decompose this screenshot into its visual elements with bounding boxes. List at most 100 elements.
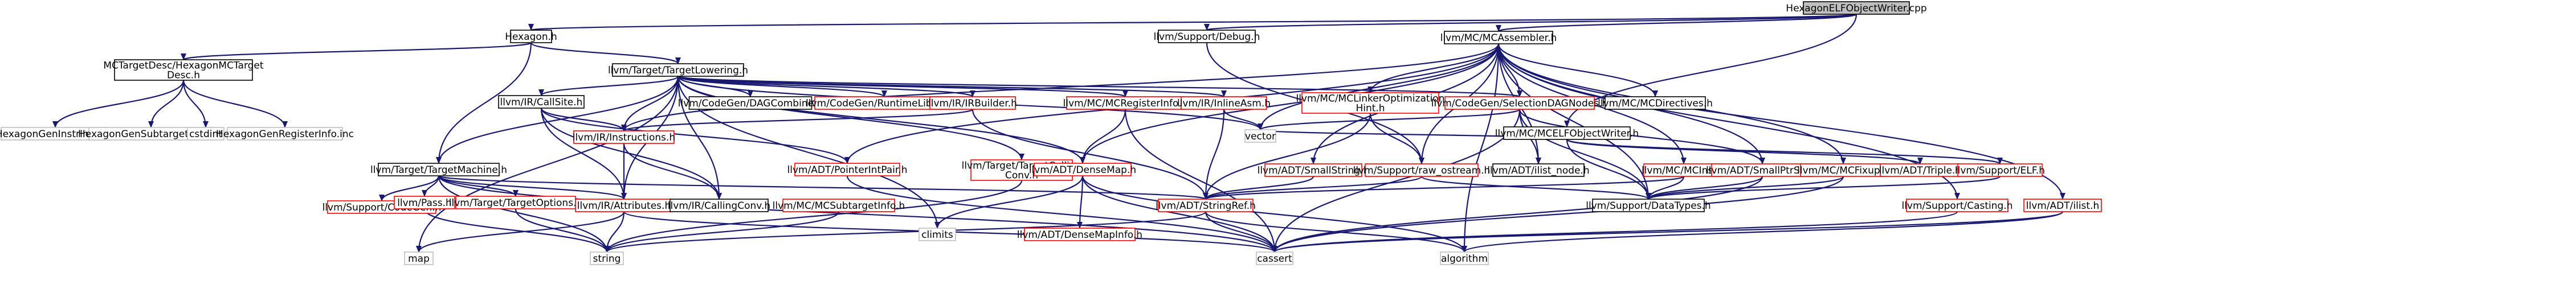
node-label: Desc.h <box>167 70 200 81</box>
edge-codegen_seldagnodes-to-support_datatypes <box>1518 109 1651 200</box>
node-box <box>378 163 500 176</box>
edge-mctargetdesc-to-hexagon_instrinfo_inc <box>52 80 185 128</box>
edge-mc_elfobjwriter-to-support_elf <box>1566 138 2003 165</box>
node-adt-smallstring[interactable]: llvm/ADT/SmallString.h <box>1258 163 1370 177</box>
node-climits[interactable]: climits <box>918 228 956 241</box>
node-label: llvm/ADT/SmallPtrSet.h <box>1706 165 1819 176</box>
node-label: llvm/ADT/StringRef.h <box>1156 200 1256 212</box>
node-ir-callingconv[interactable]: llvm/IR/CallingConv.h <box>668 199 770 212</box>
node-label: map <box>408 253 430 265</box>
edge-mc_linkeropt-to-adt_stringref <box>1203 113 1371 200</box>
edge-adt_densemap-to-cassert <box>1081 175 1277 253</box>
node-ir-callsite[interactable]: llvm/IR/CallSite.h <box>498 95 585 109</box>
node-label: Hexagon.h <box>505 31 557 43</box>
node-codegen-dagcombine[interactable]: llvm/CodeGen/DAGCombine.h <box>678 96 823 110</box>
node-label: cstdint <box>189 129 222 140</box>
node-string[interactable]: string <box>590 251 624 265</box>
edge-ir_attributes-to-map <box>416 211 625 253</box>
node-label: llvm/IR/CallingConv.h <box>668 200 770 212</box>
node-box <box>1906 199 2008 212</box>
node-adt-densemap[interactable]: llvm/ADT/DenseMap.h <box>1029 163 1136 176</box>
node-algorithm[interactable]: algorithm <box>1440 251 1489 265</box>
edge-mc_assembler-to-vector <box>1258 43 1500 130</box>
node-support-casting[interactable]: llvm/Support/Casting.h <box>1901 199 2013 212</box>
node-support-datatypes[interactable]: llvm/Support/DataTypes.h <box>1586 199 1711 212</box>
node-box <box>498 95 585 109</box>
edge-target_lowering-to-ir_instructions <box>621 76 679 131</box>
edge-mctargetdesc-to-hexagon_subtarget_inc <box>148 80 185 128</box>
node-box <box>573 130 675 144</box>
node-target-lowering[interactable]: llvm/Target/TargetLowering.h <box>608 63 748 77</box>
edge-target_lowering-to-ir_inlineasm <box>677 75 1227 98</box>
edge-ir_callsite-to-ir_attributes <box>540 108 627 200</box>
node-mc-assembler[interactable]: llvm/MC/MCAssembler.h <box>1440 31 1557 44</box>
node-ir-irbuilder[interactable]: llvm/IR/IRBuilder.h <box>928 96 1017 110</box>
node-box <box>1024 228 1136 241</box>
node-ir-pass[interactable]: llvm/Pass.h <box>394 196 455 209</box>
node-mc-subtargetinfo[interactable]: llvm/MC/MCSubtargetInfo.h <box>773 199 905 212</box>
node-hexagon-register-inc[interactable]: HexagonGenRegisterInfo.inc <box>216 127 354 141</box>
node-cassert[interactable]: cassert <box>1256 251 1293 265</box>
node-label: llvm/ADT/ilist_node.h <box>1487 165 1589 176</box>
node-label: llvm/Pass.h <box>397 197 452 209</box>
node-label: llvm/ADT/DenseMap.h <box>1029 164 1136 176</box>
node-codegen-seldagnodes[interactable]: llvm/CodeGen/SelectionDAGNodes.h <box>1431 96 1609 110</box>
node-ir-attributes[interactable]: llvm/IR/Attributes.h <box>575 199 673 212</box>
node-support-rawostream[interactable]: llvm/Support/raw_ostream.h <box>1353 163 1491 177</box>
node-hexagon-h[interactable]: Hexagon.h <box>505 30 557 43</box>
node-ir-instructions[interactable]: llvm/IR/Instructions.h <box>573 130 675 144</box>
node-adt-pointerintpair[interactable]: llvm/ADT/PointerIntPair.h <box>787 163 908 176</box>
node-target-targetoptions[interactable]: llvm/Target/TargetOptions.h <box>449 196 582 209</box>
node-adt-triple[interactable]: llvm/ADT/Triple.h <box>1879 163 1961 177</box>
edge-target_machine-to-ir_attributes <box>438 175 627 200</box>
node-label: llvm/CodeGen/RuntimeLibcalls.h <box>806 98 963 109</box>
edge-adt_densemap-to-adt_densemapinfo <box>1077 175 1084 229</box>
node-ir-inlineasm[interactable]: llvm/IR/InlineAsm.h <box>1177 96 1271 110</box>
node-mc-mcfixup[interactable]: llvm/MC/MCFixup.h <box>1797 163 1889 177</box>
node-adt-stringref[interactable]: llvm/ADT/StringRef.h <box>1156 199 1256 212</box>
node-map[interactable]: map <box>404 251 434 265</box>
node-label: llvm/ADT/ilist.h <box>2026 200 2100 212</box>
node-adt-densemapinfo[interactable]: llvm/ADT/DenseMapInfo.h <box>1017 228 1142 241</box>
node-box <box>1301 92 1439 114</box>
node-label: llvm/IR/CallSite.h <box>500 97 583 108</box>
node-mc-elfobjwriter[interactable]: llvm/MC/MCELFObjectWriter.h <box>1495 126 1639 140</box>
edge-ir_pass-to-string <box>423 208 610 253</box>
node-box <box>1592 199 1705 212</box>
node-mc-mcdirectives[interactable]: llvm/MC/MCDirectives.h <box>1598 96 1713 110</box>
edge-target_machine-to-support_codegen <box>379 175 440 201</box>
node-label: llvm/IR/Attributes.h <box>577 200 671 212</box>
node-mc-mcinst[interactable]: llvm/MC/MCInst.h <box>1642 163 1726 177</box>
node-label: llvm/MC/MCFixup.h <box>1797 165 1889 176</box>
edge-ir_callsite-to-adt_pointerintpair <box>540 108 850 164</box>
node-support-debug[interactable]: llvm/Support/Debug.h <box>1154 30 1260 43</box>
node-box <box>794 163 900 176</box>
node-adt-ilist[interactable]: llvm/ADT/ilist.h <box>2023 199 2102 212</box>
node-adt-ilist-node[interactable]: llvm/ADT/ilist_node.h <box>1487 163 1590 177</box>
edge-mc_mcinst-to-adt_stringref <box>1203 175 1685 200</box>
node-label: llvm/Support/ELF.h <box>1955 165 2045 176</box>
node-label: HexagonELFObjectWriter.cpp <box>1786 3 1926 14</box>
node-label: llvm/ADT/PointerIntPair.h <box>787 164 908 176</box>
edge-target_targetoptions-to-string <box>515 208 610 253</box>
node-support-elf[interactable]: llvm/Support/ELF.h <box>1955 163 2045 177</box>
node-cstdint[interactable]: cstdint <box>187 127 224 141</box>
node-box <box>612 63 744 77</box>
node-box <box>2023 199 2102 212</box>
node-box <box>114 59 253 81</box>
node-label: llvm/CodeGen/SelectionDAGNodes.h <box>1431 98 1609 109</box>
node-codegen-runtimelibcalls[interactable]: llvm/CodeGen/RuntimeLibcalls.h <box>806 96 963 110</box>
node-box <box>510 30 552 43</box>
edge-target_lowering-to-ir_callingconv <box>677 76 722 200</box>
node-target-machine[interactable]: llvm/Target/TargetMachine.h <box>370 163 507 176</box>
node-mc-registerinfo[interactable]: llvm/MC/MCRegisterInfo.h <box>1063 96 1188 110</box>
node-vector[interactable]: vector <box>1244 129 1276 143</box>
edge-adt_stringref-to-string <box>604 211 1207 253</box>
edge-target_machine-to-cassert <box>438 175 1277 253</box>
edge-target_lowering-to-adt_densemap <box>677 76 1085 164</box>
node-box <box>1803 1 1910 15</box>
node-root[interactable]: HexagonELFObjectWriter.cpp <box>1786 1 1927 15</box>
